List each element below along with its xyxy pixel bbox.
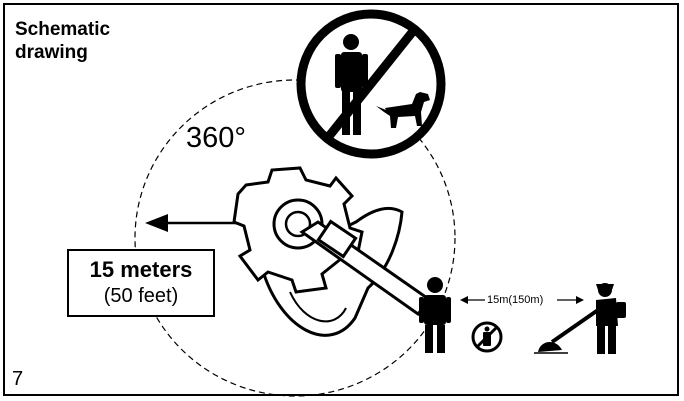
safety-radius-circle: [134, 79, 456, 397]
operator-with-trimmer-icon: [534, 283, 626, 354]
safety-distance-meters: 15 meters: [89, 257, 193, 282]
no-people-or-animals-icon: [296, 9, 446, 159]
separation-distance-label: 15m(150m): [487, 294, 544, 306]
rotation-angle-label: 360°: [186, 122, 246, 154]
brush-cutter-icon: [232, 166, 433, 337]
safety-distance-box: 15 meters (50 feet): [67, 249, 215, 317]
no-person-icon: [471, 321, 503, 353]
separation-arrow: [460, 296, 584, 304]
bystander-icon: [419, 277, 451, 353]
safety-distance-feet: (50 feet): [103, 285, 179, 307]
page-number: 7: [12, 368, 24, 390]
diagram-title: Schematic drawing: [15, 19, 111, 63]
